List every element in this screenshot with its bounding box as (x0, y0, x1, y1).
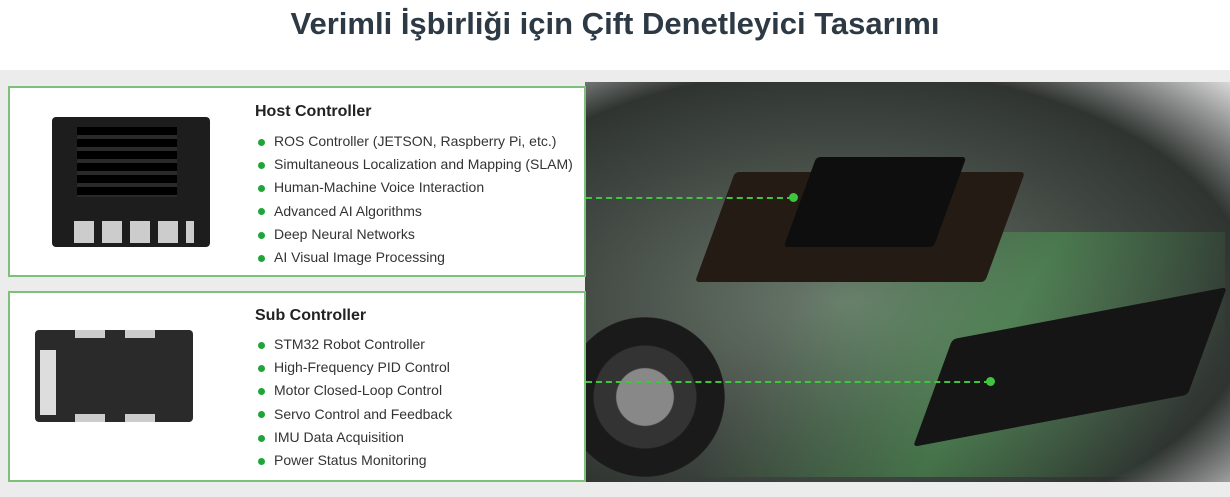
bullet-icon (258, 138, 265, 146)
host-connector-line (586, 197, 793, 199)
host-controller-card: Host Controller ROS Controller (JETSON, … (8, 86, 586, 277)
list-item: Servo Control and Feedback (258, 403, 452, 426)
list-item: ROS Controller (JETSON, Raspberry Pi, et… (258, 130, 573, 153)
sub-connector-line (586, 381, 990, 383)
list-item: AI Visual Image Processing (258, 246, 573, 269)
item-label: Deep Neural Networks (274, 225, 415, 242)
list-item: Advanced AI Algorithms (258, 200, 573, 223)
list-item: Human-Machine Voice Interaction (258, 176, 573, 199)
host-feature-list: ROS Controller (JETSON, Raspberry Pi, et… (258, 130, 573, 269)
item-label: STM32 Robot Controller (274, 336, 425, 352)
robot-photo (585, 82, 1230, 482)
item-label: Simultaneous Localization and Mapping (S… (274, 156, 573, 173)
item-label: IMU Data Acquisition (274, 428, 404, 445)
sub-board-image (35, 330, 193, 422)
host-connector-dot (789, 193, 798, 202)
item-label: Power Status Monitoring (274, 451, 427, 468)
list-item: Motor Closed-Loop Control (258, 379, 452, 402)
bullet-icon (258, 208, 265, 216)
item-label: AI Visual Image Processing (274, 248, 445, 265)
item-label: Servo Control and Feedback (274, 405, 453, 422)
bullet-icon (258, 457, 265, 465)
bullet-icon (258, 411, 265, 419)
sub-heading: Sub Controller (255, 307, 367, 324)
item-label: Motor Closed-Loop Control (274, 382, 443, 399)
list-item: STM32 Robot Controller (258, 333, 452, 356)
bullet-icon (258, 254, 265, 262)
wheel-image (585, 317, 725, 477)
list-item: Deep Neural Networks (258, 223, 573, 246)
bullet-icon (258, 434, 265, 442)
item-label: Human-Machine Voice Interaction (274, 179, 485, 196)
item-label: ROS Controller (JETSON, Raspberry Pi, et… (274, 133, 557, 149)
sub-controller-card: Sub Controller STM32 Robot Controller Hi… (8, 291, 586, 482)
sub-connector-dot (986, 377, 995, 386)
host-board-image (52, 117, 210, 247)
item-label: High-Frequency PID Control (274, 359, 450, 376)
sub-feature-list: STM32 Robot Controller High-Frequency PI… (258, 333, 452, 472)
list-item: Simultaneous Localization and Mapping (S… (258, 153, 573, 176)
bullet-icon (258, 231, 265, 239)
list-item: High-Frequency PID Control (258, 356, 452, 379)
list-item: IMU Data Acquisition (258, 426, 452, 449)
bullet-icon (258, 364, 265, 372)
bullet-icon (258, 388, 265, 396)
bullet-icon (258, 341, 265, 349)
item-label: Advanced AI Algorithms (274, 202, 422, 219)
bullet-icon (258, 161, 265, 169)
bullet-icon (258, 185, 265, 193)
page-title: Verimli İşbirliği için Çift Denetleyici … (290, 6, 940, 41)
host-heading: Host Controller (255, 103, 372, 120)
list-item: Power Status Monitoring (258, 449, 452, 472)
